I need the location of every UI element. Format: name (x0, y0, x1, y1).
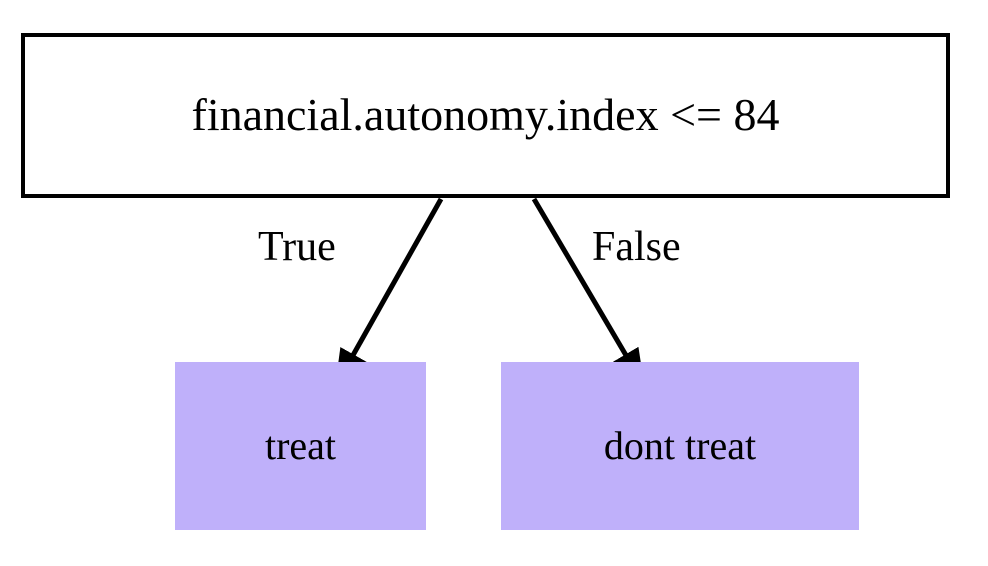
decision-node-root[interactable]: financial.autonomy.index <= 84 (21, 33, 950, 198)
edge-false-arrow (531, 197, 645, 387)
edge-label-true: True (258, 224, 336, 270)
edge-label-false: False (592, 224, 681, 270)
leaf-node-dont-treat-label: dont treat (603, 423, 757, 468)
leaf-node-dont-treat[interactable]: dont treat (501, 362, 859, 530)
edge-true-arrow (335, 197, 444, 388)
decision-node-root-label: financial.autonomy.index <= 84 (191, 89, 780, 141)
leaf-node-treat-label: treat (264, 423, 337, 468)
leaf-node-treat[interactable]: treat (175, 362, 426, 530)
